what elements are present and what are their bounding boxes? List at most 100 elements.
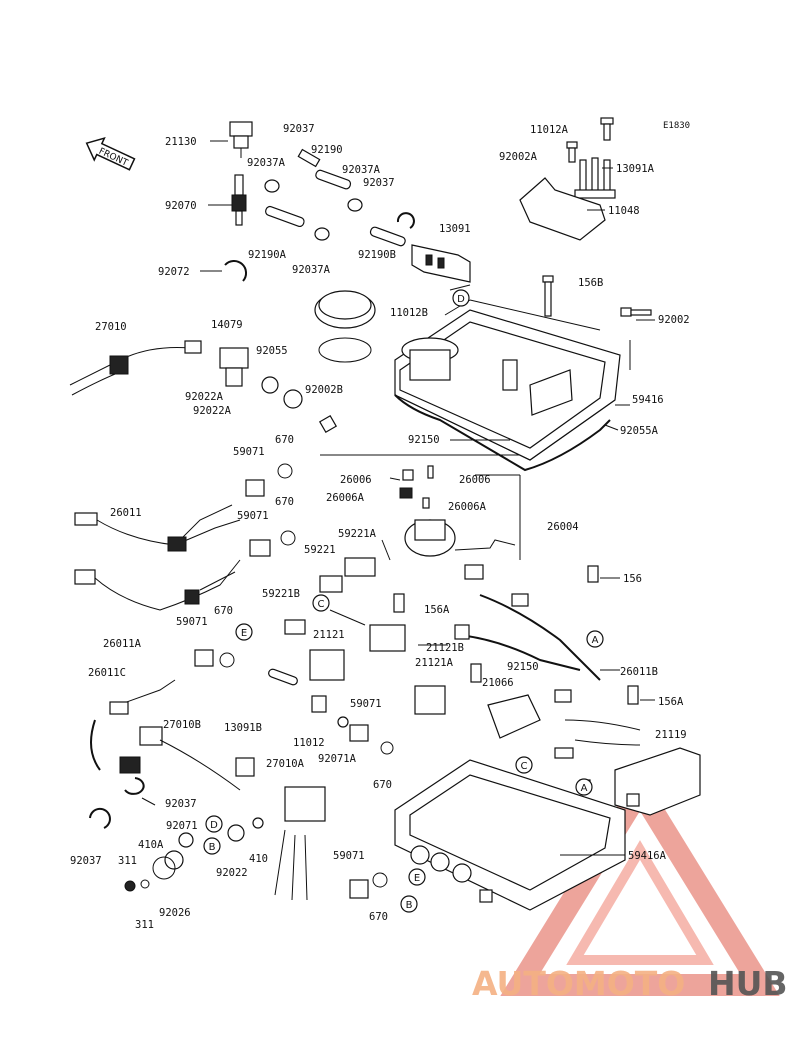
front-arrow: FRONT bbox=[85, 137, 136, 171]
housing-cover-59416 bbox=[394, 309, 621, 461]
svg-text:C: C bbox=[521, 761, 528, 772]
label-59071: 59071 bbox=[333, 850, 365, 862]
label-92190a: 92190A bbox=[248, 249, 287, 261]
label-11012: 11012 bbox=[293, 737, 325, 749]
callout-d: D bbox=[205, 815, 223, 833]
label-59071: 59071 bbox=[350, 698, 382, 710]
label-92071a: 92071A bbox=[318, 753, 357, 765]
label-311: 311 bbox=[118, 855, 137, 867]
label-13091b: 13091B bbox=[224, 722, 262, 734]
label-156a: 156A bbox=[658, 696, 684, 708]
part-labels: 21130 92037 92190 92037A 92037A 92037 92… bbox=[70, 123, 690, 931]
callout-c: C bbox=[312, 594, 330, 612]
plate-11048 bbox=[519, 177, 606, 241]
label-92037a: 92037A bbox=[342, 164, 381, 176]
label-92037: 92037 bbox=[70, 855, 102, 867]
cap-11012B bbox=[314, 290, 376, 363]
label-92037a: 92037A bbox=[247, 157, 286, 169]
label-92190b: 92190B bbox=[358, 249, 396, 261]
label-670: 670 bbox=[373, 779, 392, 791]
label-92022: 92022 bbox=[216, 867, 248, 879]
label-92055a: 92055A bbox=[620, 425, 659, 437]
label-92037: 92037 bbox=[363, 177, 395, 189]
bracket-13091A bbox=[574, 157, 616, 199]
label-92002a: 92002A bbox=[499, 151, 538, 163]
connectors-59221 bbox=[284, 557, 376, 635]
label-92002b: 92002B bbox=[305, 384, 343, 396]
label-92070: 92070 bbox=[165, 200, 197, 212]
watermark-part1: AUTOMOTO bbox=[472, 964, 685, 1003]
harness-27010 bbox=[69, 340, 202, 396]
harness-26004 bbox=[454, 475, 601, 703]
label-14079: 14079 bbox=[211, 319, 243, 331]
regulator-21066-unit bbox=[404, 519, 516, 580]
label-92150: 92150 bbox=[507, 661, 539, 673]
watermark-logo bbox=[500, 769, 780, 996]
label-59071: 59071 bbox=[233, 446, 265, 458]
label-311: 311 bbox=[135, 919, 154, 931]
svg-text:D: D bbox=[210, 820, 218, 831]
label-26011b: 26011B bbox=[620, 666, 658, 678]
label-92026: 92026 bbox=[159, 907, 191, 919]
label-27010a: 27010A bbox=[266, 758, 305, 770]
label-670: 670 bbox=[214, 605, 233, 617]
coil-21121 bbox=[309, 609, 446, 715]
lower-clips bbox=[89, 777, 264, 892]
label-92072: 92072 bbox=[158, 266, 190, 278]
label-156: 156 bbox=[623, 573, 642, 585]
label-11012b: 11012B bbox=[390, 307, 428, 319]
bolts-156A bbox=[393, 565, 639, 705]
svg-text:A: A bbox=[581, 783, 588, 794]
callout-c: C bbox=[515, 756, 533, 774]
label-59071: 59071 bbox=[237, 510, 269, 522]
cable-26011 bbox=[74, 504, 241, 552]
label-21121: 21121 bbox=[313, 629, 345, 641]
svg-text:D: D bbox=[457, 294, 465, 305]
callout-e: E bbox=[408, 868, 426, 886]
label-26004: 26004 bbox=[547, 521, 579, 533]
clip-92072 bbox=[200, 259, 248, 282]
label-92037a: 92037A bbox=[292, 264, 331, 276]
label-92071: 92071 bbox=[166, 820, 198, 832]
label-59221: 59221 bbox=[304, 544, 336, 556]
label-13091a: 13091A bbox=[616, 163, 655, 175]
label-92055: 92055 bbox=[256, 345, 288, 357]
bolt-92002 bbox=[620, 307, 652, 317]
label-21121a: 21121A bbox=[415, 657, 454, 669]
label-26006: 26006 bbox=[459, 474, 491, 486]
callout-b: B bbox=[203, 837, 221, 855]
label-92150: 92150 bbox=[408, 434, 440, 446]
label-21130: 21130 bbox=[165, 136, 197, 148]
plugs-59071 bbox=[194, 463, 394, 899]
bolt-92002B bbox=[318, 414, 338, 434]
label-26011: 26011 bbox=[110, 507, 142, 519]
spark-plug-92070 bbox=[208, 174, 247, 226]
svg-text:B: B bbox=[406, 900, 413, 911]
label-670: 670 bbox=[275, 434, 294, 446]
label-21119: 21119 bbox=[655, 729, 687, 741]
label-21066: 21066 bbox=[482, 677, 514, 689]
label-59416a: 59416A bbox=[628, 850, 667, 862]
sensor-21130 bbox=[229, 121, 253, 158]
label-27010: 27010 bbox=[95, 321, 127, 333]
label-410a: 410A bbox=[138, 839, 164, 851]
label-92022a: 92022A bbox=[185, 391, 224, 403]
cable-26011C bbox=[90, 679, 176, 771]
label-92190: 92190 bbox=[311, 144, 343, 156]
label-92002: 92002 bbox=[658, 314, 690, 326]
svg-text:B: B bbox=[209, 842, 216, 853]
label-26006: 26006 bbox=[340, 474, 372, 486]
label-156a: 156A bbox=[424, 604, 450, 616]
leader-lines bbox=[141, 140, 655, 856]
watermark-part2: HUB bbox=[708, 964, 788, 1003]
lower-housing-59416A bbox=[394, 759, 640, 911]
label-156b: 156B bbox=[578, 277, 603, 289]
svg-text:C: C bbox=[318, 599, 325, 610]
cable-26011A bbox=[74, 559, 241, 611]
hose-set-92190 bbox=[264, 148, 415, 247]
label-59221b: 59221B bbox=[262, 588, 300, 600]
watermark-text: AUTOMOTO HUB bbox=[472, 964, 788, 1003]
label-26011c: 26011C bbox=[88, 667, 126, 679]
label-11012a: 11012A bbox=[530, 124, 569, 136]
